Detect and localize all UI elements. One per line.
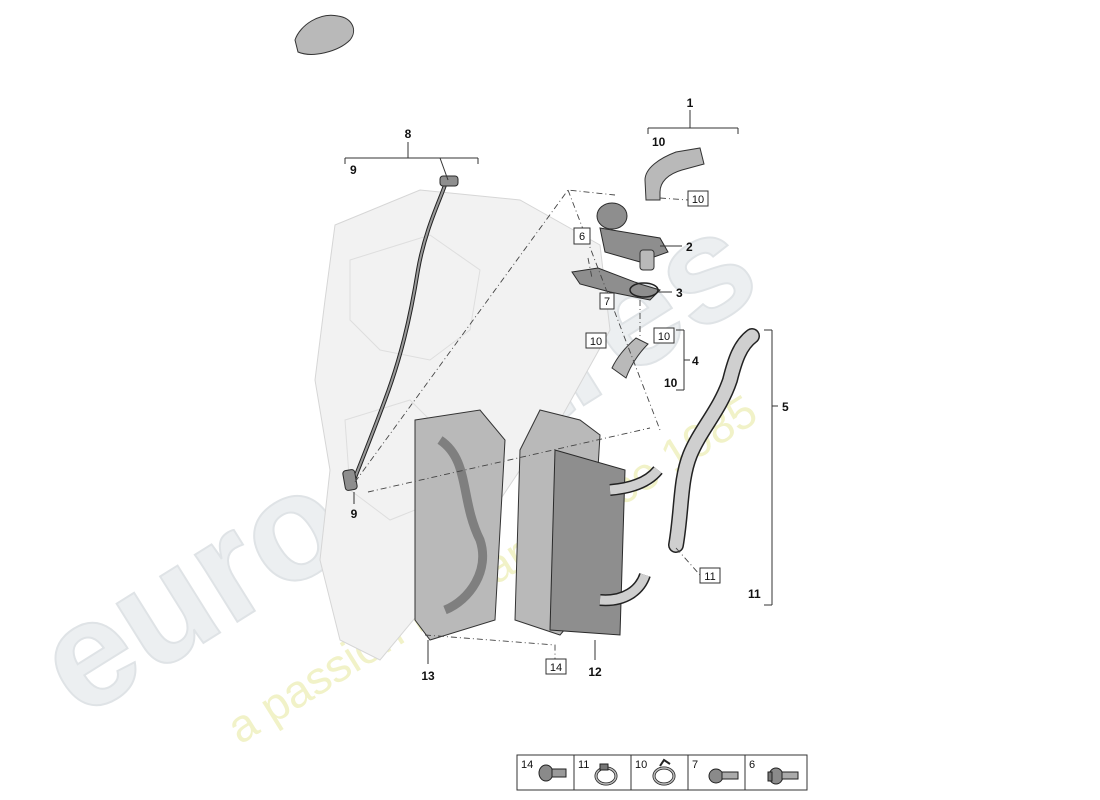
boxed-6: 6 bbox=[573, 227, 591, 245]
boxed-10-b: 10 bbox=[585, 332, 607, 349]
hardware-cell-6: 6 bbox=[744, 754, 808, 791]
callout-labels: 1 10 2 3 4 10 5 11 8 9 9 12 13 bbox=[350, 96, 789, 683]
label-9-bottom: 9 bbox=[351, 507, 358, 521]
thermostat-valve bbox=[596, 202, 669, 271]
svg-text:7: 7 bbox=[692, 759, 698, 771]
label-1: 1 bbox=[687, 96, 694, 110]
label-13: 13 bbox=[421, 669, 435, 683]
label-9-top: 9 bbox=[350, 163, 357, 177]
boxed-10-c: 10 bbox=[653, 327, 675, 344]
label-12: 12 bbox=[588, 665, 602, 679]
hardware-cell-14: 14 bbox=[516, 754, 575, 791]
breather-hose bbox=[342, 175, 459, 491]
svg-text:10: 10 bbox=[658, 331, 670, 343]
boxed-14: 14 bbox=[545, 658, 567, 675]
label-3: 3 bbox=[676, 286, 683, 300]
svg-text:14: 14 bbox=[550, 662, 562, 674]
screw-icon bbox=[708, 768, 739, 784]
label-4: 4 bbox=[692, 354, 699, 368]
label-2: 2 bbox=[686, 240, 693, 254]
svg-text:11: 11 bbox=[578, 759, 589, 771]
label-10-mid: 10 bbox=[664, 376, 678, 390]
hardware-table: 14 11 10 7 bbox=[516, 754, 808, 791]
label-5: 5 bbox=[782, 400, 789, 414]
boxed-7: 7 bbox=[599, 292, 615, 310]
svg-text:10: 10 bbox=[692, 194, 704, 206]
svg-text:7: 7 bbox=[604, 296, 610, 308]
svg-text:11: 11 bbox=[704, 571, 715, 583]
leader-lines bbox=[344, 110, 778, 664]
boxed-11: 11 bbox=[699, 567, 721, 584]
connector-elbow bbox=[644, 147, 705, 201]
boxed-callouts: 10 6 7 10 10 11 14 bbox=[545, 190, 721, 675]
label-11: 11 bbox=[748, 587, 761, 601]
flange-bolt-icon bbox=[538, 764, 567, 782]
spring-clamp-icon bbox=[652, 758, 676, 786]
svg-text:10: 10 bbox=[635, 759, 647, 771]
svg-text:14: 14 bbox=[521, 759, 533, 771]
hardware-cell-7: 7 bbox=[687, 754, 746, 791]
hardware-cell-10: 10 bbox=[630, 754, 689, 791]
svg-text:10: 10 bbox=[590, 336, 602, 348]
oil-cooler bbox=[514, 409, 663, 636]
hardware-cell-11: 11 bbox=[573, 754, 632, 791]
gasket-plate bbox=[414, 409, 506, 641]
long-coolant-hose bbox=[668, 328, 760, 553]
hose-clamp-icon bbox=[594, 763, 618, 786]
collar-bolt-icon bbox=[767, 767, 799, 785]
short-hose bbox=[611, 337, 649, 379]
seal-ring bbox=[629, 282, 659, 298]
label-8: 8 bbox=[405, 127, 412, 141]
boxed-10-a: 10 bbox=[687, 190, 709, 207]
svg-text:6: 6 bbox=[749, 759, 755, 771]
svg-text:6: 6 bbox=[579, 231, 585, 243]
label-10-top: 10 bbox=[652, 135, 666, 149]
cap-part bbox=[294, 14, 354, 55]
